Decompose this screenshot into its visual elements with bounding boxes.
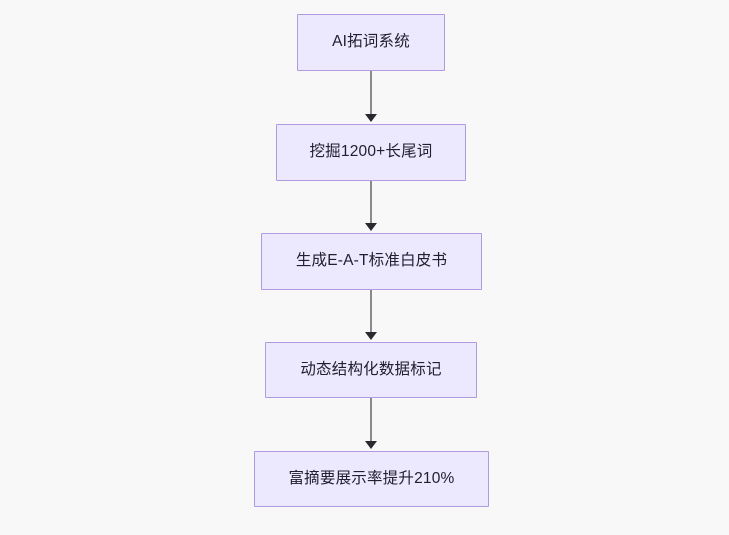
arrowhead-icon [365, 332, 377, 340]
flow-node-dynamic-structured-data-markup[interactable]: 动态结构化数据标记 [265, 342, 477, 398]
flow-edge-connector [370, 290, 372, 334]
flow-node-label: 挖掘1200+长尾词 [309, 143, 433, 161]
flow-node-label: 动态结构化数据标记 [300, 360, 442, 378]
arrowhead-icon [365, 441, 377, 449]
flow-node-label: 富摘要展示率提升210% [288, 469, 455, 487]
flow-node-generate-eat-whitepaper[interactable]: 生成E-A-T标准白皮书 [261, 233, 482, 290]
flow-edge-connector [370, 398, 372, 443]
arrowhead-icon [365, 223, 377, 231]
flow-node-label: AI拓词系统 [332, 33, 410, 51]
flow-edge-connector [370, 71, 372, 116]
arrowhead-icon [365, 114, 377, 122]
flow-node-rich-snippet-impression-uplift[interactable]: 富摘要展示率提升210% [254, 451, 489, 507]
flow-node-label: 生成E-A-T标准白皮书 [295, 252, 448, 270]
flow-node-mine-longtail-keywords[interactable]: 挖掘1200+长尾词 [276, 124, 466, 181]
flow-node-ai-keyword-system[interactable]: AI拓词系统 [297, 14, 445, 71]
flow-edge-connector [370, 181, 372, 225]
